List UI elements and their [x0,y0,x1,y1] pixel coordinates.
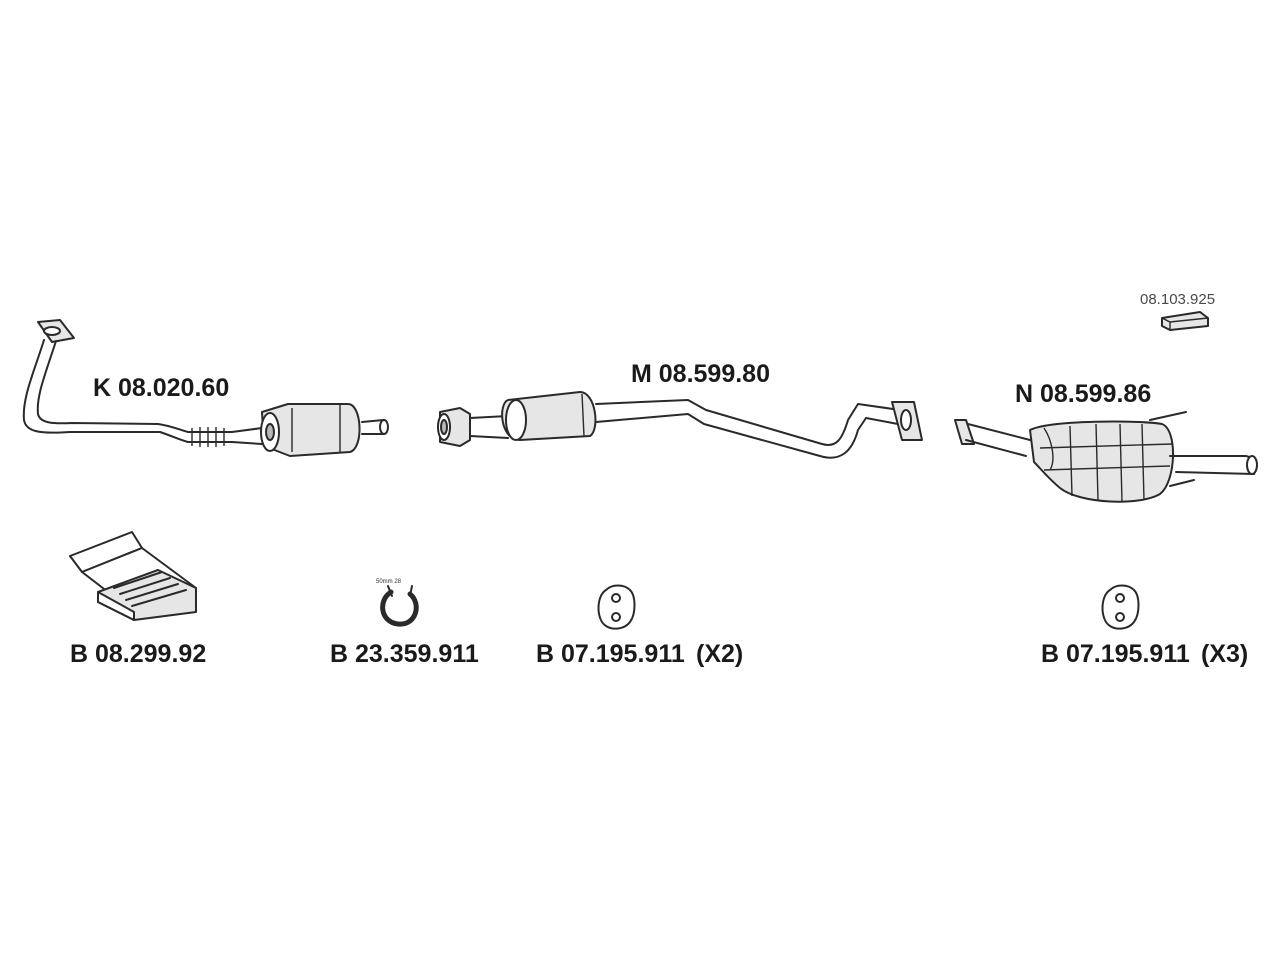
mounting-kit-part[interactable]: B 08.299.92 [69,531,206,668]
rear-silencer-part[interactable]: N 08.599.86 [954,380,1258,503]
rubber-hanger-middle-label: B 07.195.911 [536,640,685,668]
rubber-hanger-rear-qty: (X3) [1201,640,1248,668]
clamp-label: B 23.359.911 [330,640,479,668]
bracket-part[interactable]: 08.103.925 [1140,291,1215,331]
bracket-part-label: 08.103.925 [1140,291,1215,308]
rubber-hanger-rear-label: B 07.195.911 [1041,640,1190,668]
front-pipe-part[interactable]: K 08.020.60 [22,319,389,457]
rubber-hanger-middle-part[interactable]: B 07.195.911 (X2) [536,584,743,669]
rubber-hanger-rear-part[interactable]: B 07.195.911 (X3) [1041,584,1248,669]
middle-silencer-label: M 08.599.80 [631,360,770,388]
clamp-size-text: 50mm 28 [376,579,402,585]
rubber-hanger-middle-qty: (X2) [696,640,743,668]
middle-silencer-part[interactable]: M 08.599.80 [437,360,923,459]
clamp-part[interactable]: 50mm 28 B 23.359.911 [330,579,479,668]
mounting-kit-label: B 08.299.92 [70,640,206,668]
front-pipe-label: K 08.020.60 [93,374,229,402]
rear-silencer-label: N 08.599.86 [1015,380,1151,408]
